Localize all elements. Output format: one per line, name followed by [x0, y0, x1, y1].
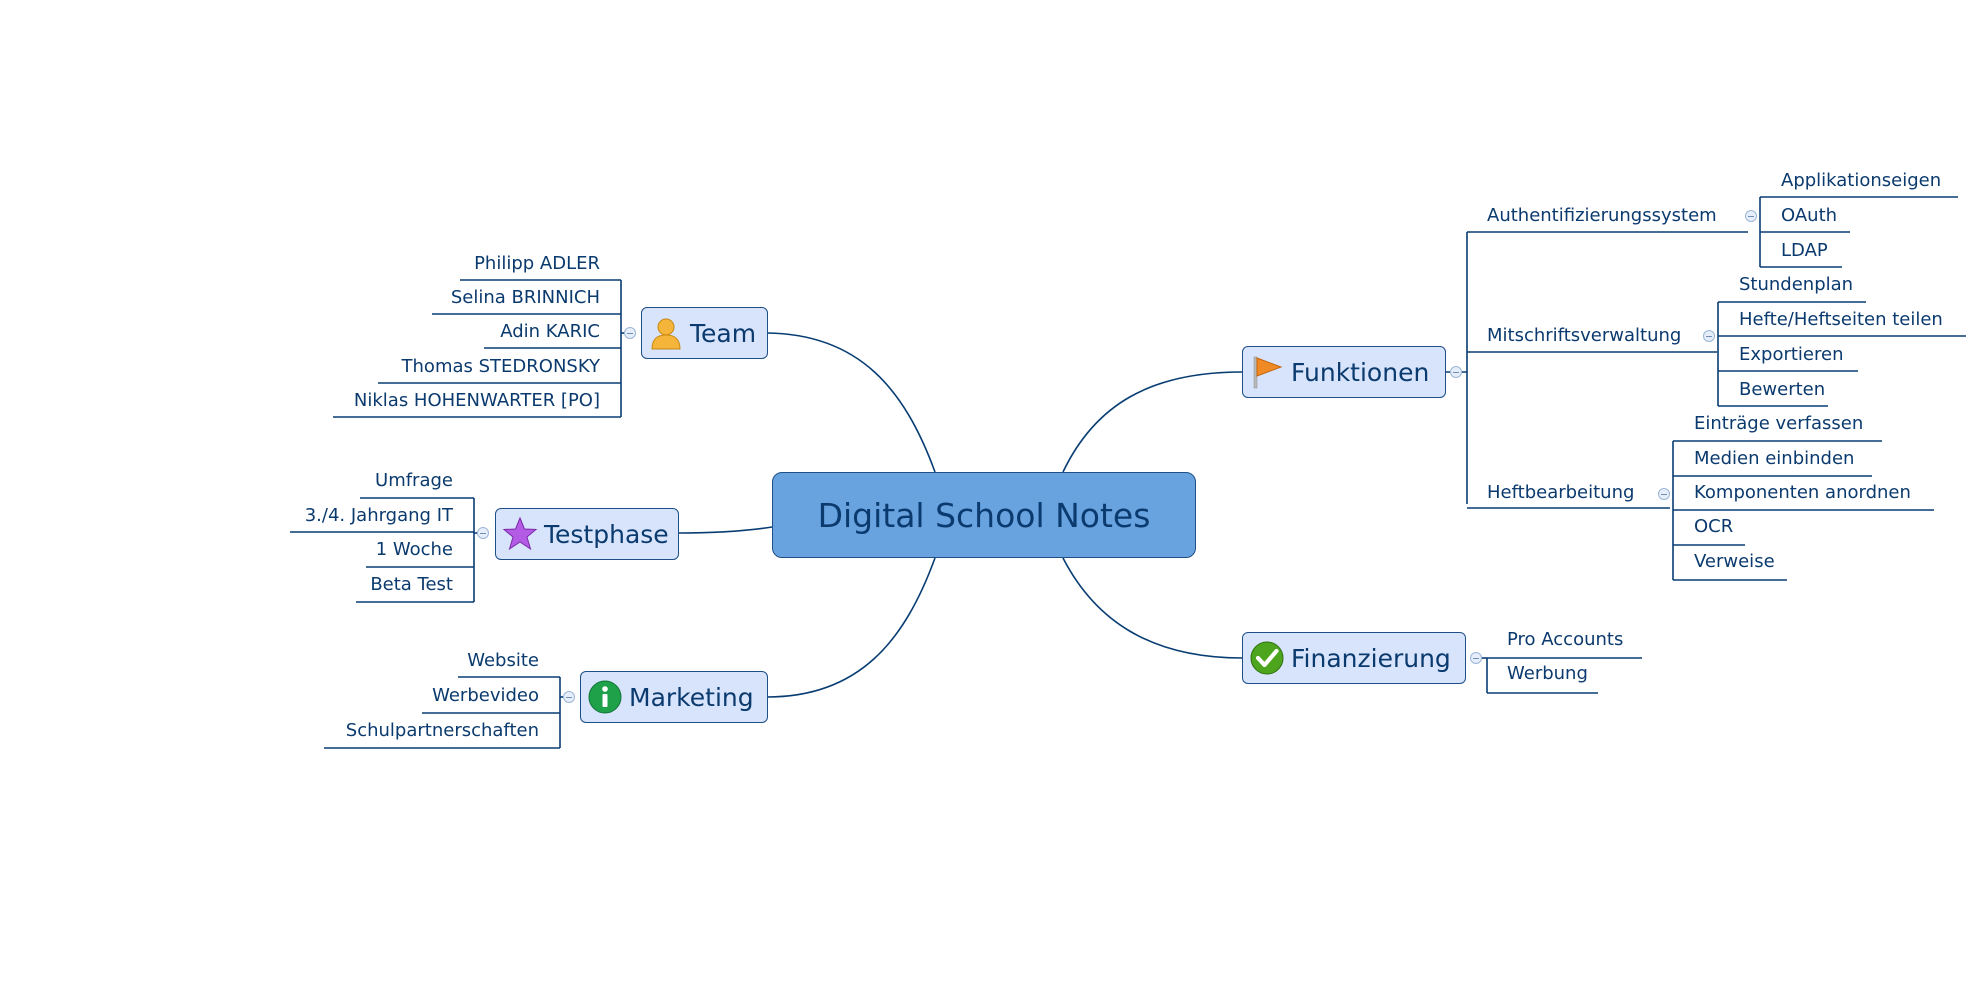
subtopic-mitschriftsverwaltung[interactable]: Mitschriftsverwaltung — [1487, 325, 1682, 346]
team-item: Niklas HOHENWARTER [PO] — [353, 390, 600, 411]
marketing-item: Werbevideo — [432, 685, 539, 706]
testphase-item: 1 Woche — [375, 539, 453, 560]
flag-icon — [1249, 354, 1285, 390]
topic-team[interactable]: Team — [641, 307, 768, 359]
collapse-toggle-authentifizierungssystem[interactable] — [1745, 210, 1757, 222]
subtopic-heftbearbeitung[interactable]: Heftbearbeitung — [1487, 482, 1635, 503]
collapse-toggle-mitschriftsverwaltung[interactable] — [1703, 330, 1715, 342]
testphase-item: Beta Test — [370, 574, 453, 595]
team-item: Thomas STEDRONSKY — [401, 356, 600, 377]
topic-funktionen-label: Funktionen — [1291, 357, 1430, 387]
topic-finanzierung-label: Finanzierung — [1291, 643, 1451, 673]
checkmark-icon — [1249, 640, 1285, 676]
heftbearbeitung-item: Verweise — [1694, 551, 1775, 572]
person-icon — [648, 315, 684, 351]
collapse-toggle-heftbearbeitung[interactable] — [1658, 488, 1670, 500]
team-item: Philipp ADLER — [474, 253, 600, 274]
heftbearbeitung-item: Komponenten anordnen — [1694, 482, 1911, 503]
connector-funktionen — [1062, 371, 1243, 473]
topic-marketing[interactable]: Marketing — [580, 671, 768, 723]
heftbearbeitung-item: OCR — [1694, 516, 1734, 537]
connector-finanzierung — [1062, 557, 1243, 659]
authentifizierungssystem-item: LDAP — [1781, 240, 1828, 261]
collapse-toggle-team[interactable] — [624, 327, 636, 339]
topic-finanzierung[interactable]: Finanzierung — [1242, 632, 1466, 684]
authentifizierungssystem-item: OAuth — [1781, 205, 1838, 226]
testphase-item: Umfrage — [375, 470, 453, 491]
connector-testphase — [678, 526, 773, 534]
connector-marketing — [766, 557, 936, 698]
star-icon — [502, 516, 538, 552]
testphase-item: 3./4. Jahrgang IT — [304, 505, 453, 526]
finanzierung-item: Werbung — [1507, 663, 1588, 684]
heftbearbeitung-item: Medien einbinden — [1694, 448, 1855, 469]
topic-testphase-label: Testphase — [544, 519, 669, 549]
topic-marketing-label: Marketing — [629, 682, 754, 712]
collapse-toggle-funktionen[interactable] — [1450, 366, 1462, 378]
mitschriftsverwaltung-item: Bewerten — [1739, 379, 1826, 400]
collapse-toggle-marketing[interactable] — [563, 691, 575, 703]
marketing-item: Schulpartnerschaften — [345, 720, 539, 741]
info-icon — [587, 679, 623, 715]
central-topic-label: Digital School Notes — [817, 495, 1151, 535]
team-item: Selina BRINNICH — [450, 287, 600, 308]
authentifizierungssystem-item: Applikationseigen — [1781, 170, 1942, 191]
topic-testphase[interactable]: Testphase — [495, 508, 679, 560]
mitschriftsverwaltung-item: Stundenplan — [1739, 274, 1854, 295]
connector-team — [766, 332, 936, 473]
mitschriftsverwaltung-item: Hefte/Heftseiten teilen — [1739, 309, 1943, 330]
subtopic-authentifizierungssystem[interactable]: Authentifizierungssystem — [1487, 205, 1717, 226]
heftbearbeitung-item: Einträge verfassen — [1694, 413, 1864, 434]
central-topic[interactable]: Digital School Notes — [772, 472, 1196, 558]
topic-funktionen[interactable]: Funktionen — [1242, 346, 1446, 398]
collapse-toggle-finanzierung[interactable] — [1470, 652, 1482, 664]
mitschriftsverwaltung-item: Exportieren — [1739, 344, 1844, 365]
topic-team-label: Team — [690, 318, 757, 348]
finanzierung-item: Pro Accounts — [1507, 629, 1624, 650]
team-item: Adin KARIC — [500, 321, 600, 342]
marketing-item: Website — [467, 650, 539, 671]
collapse-toggle-testphase[interactable] — [477, 527, 489, 539]
